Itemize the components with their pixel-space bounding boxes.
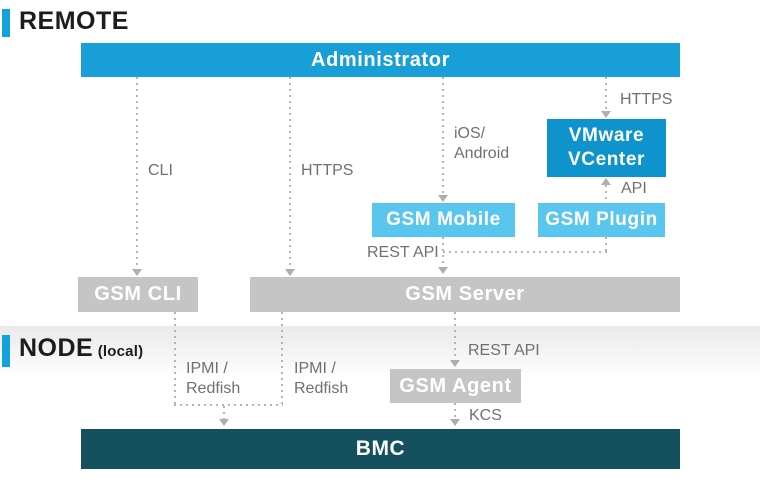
edge-https-vcenter-label: HTTPS xyxy=(620,91,673,108)
gsm-server-box: GSM Server xyxy=(250,277,680,312)
edge-ipmi-right-line xyxy=(281,312,283,406)
arrowhead-down-rest-api-remote xyxy=(438,267,448,274)
gsm-cli-box: GSM CLI xyxy=(78,277,198,312)
bmc-box: BMC xyxy=(81,429,680,469)
edge-cli-line xyxy=(136,77,138,268)
edge-rest-api-node-line xyxy=(454,312,456,360)
edge-ipmi-junction-line xyxy=(174,404,283,406)
gsm-mobile-box: GSM Mobile xyxy=(372,203,515,237)
node-section-band xyxy=(0,326,760,378)
edge-kcs-label: KCS xyxy=(469,407,502,424)
edge-api-label: API xyxy=(621,180,647,197)
edge-ipmi-right-label: IPMI / Redfish xyxy=(294,359,348,399)
edge-cli-label: CLI xyxy=(148,162,173,179)
vmware-vcenter-label-line1: VMware xyxy=(568,125,645,146)
arrowhead-down-rest-api-node xyxy=(450,360,460,367)
arrowhead-down-cli xyxy=(132,269,142,276)
edge-https-vcenter-line xyxy=(605,77,607,111)
gsm-plugin-box: GSM Plugin xyxy=(538,203,665,237)
node-section-subtitle: (local) xyxy=(97,343,144,360)
edge-ipmi-left-label: IPMI / Redfish xyxy=(186,359,240,399)
edge-ios-android-label: iOS/ Android xyxy=(454,124,509,164)
edge-rest-api-horizontal-line xyxy=(443,251,607,253)
arrowhead-down-ios-android xyxy=(438,195,448,202)
node-accent-bar xyxy=(2,335,10,367)
edge-ios-android-label-line2: Android xyxy=(454,145,510,162)
edge-ipmi-left-line xyxy=(174,312,176,406)
edge-plugin-down-line xyxy=(605,237,607,253)
gsm-agent-box: GSM Agent xyxy=(390,369,521,403)
edge-kcs-line xyxy=(454,403,456,419)
administrator-box: Administrator xyxy=(81,43,680,77)
vmware-vcenter-label-line2: VCenter xyxy=(567,149,646,170)
edge-https-server-label: HTTPS xyxy=(301,162,354,179)
edge-ipmi-left-label-line1: IPMI / xyxy=(186,360,228,377)
edge-ios-android-line xyxy=(442,77,444,196)
edge-ipmi-left-label-line2: Redfish xyxy=(186,380,241,397)
arrowhead-down-https-vcenter xyxy=(601,111,611,118)
edge-ios-android-label-line1: iOS/ xyxy=(454,125,486,142)
vmware-vcenter-box: VMware VCenter xyxy=(547,119,666,177)
edge-rest-api-remote-label: REST API xyxy=(367,244,439,261)
arrowhead-down-https-server xyxy=(285,269,295,276)
remote-accent-bar xyxy=(2,9,10,37)
edge-https-server-line xyxy=(289,77,291,268)
edge-api-line xyxy=(605,185,607,203)
arrowhead-up-api xyxy=(601,178,611,185)
node-section-title: NODE xyxy=(19,334,94,362)
edge-ipmi-stub-line xyxy=(223,406,225,419)
edge-rest-api-node-label: REST API xyxy=(468,342,540,359)
arrowhead-down-kcs xyxy=(450,419,460,426)
edge-ipmi-right-label-line1: IPMI / xyxy=(294,360,336,377)
remote-section-title: REMOTE xyxy=(19,7,129,35)
edge-ipmi-right-label-line2: Redfish xyxy=(294,380,349,397)
node-section-header: NODE (local) xyxy=(19,334,143,363)
arrowhead-down-ipmi-bmc xyxy=(219,419,229,426)
